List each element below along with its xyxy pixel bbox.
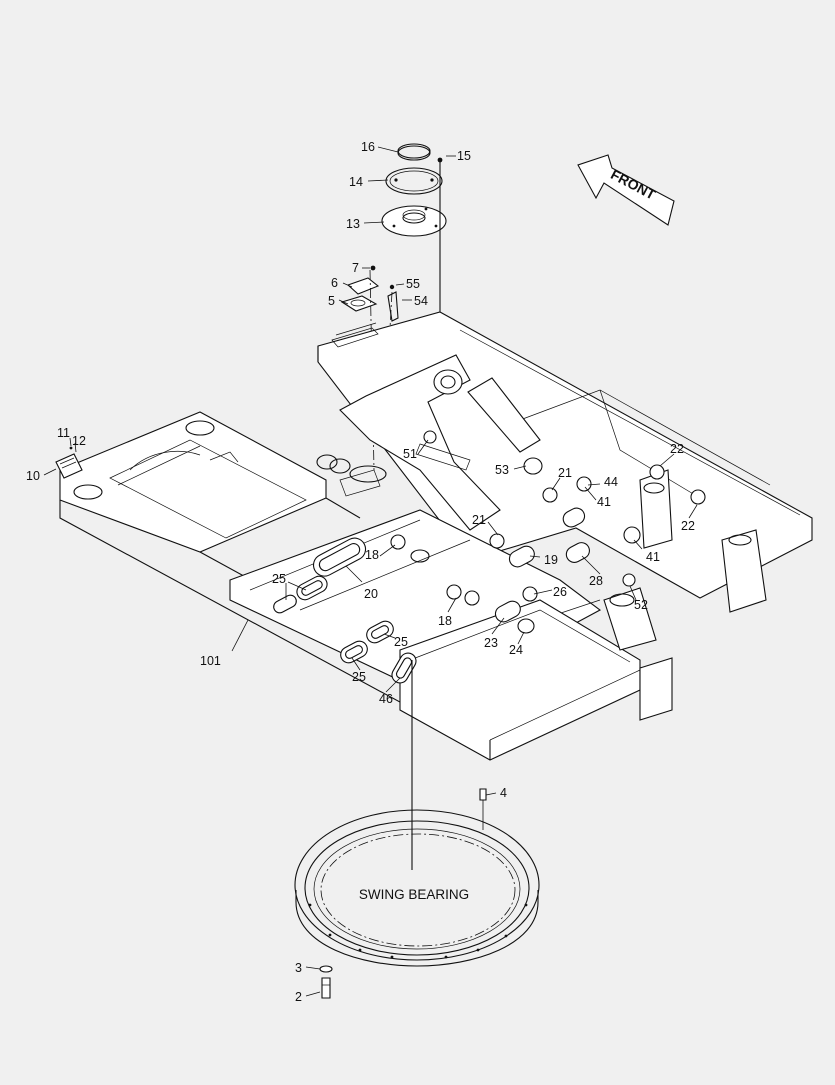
callout-4: 4 bbox=[500, 786, 507, 800]
callout-52: 52 bbox=[634, 598, 648, 612]
callout-6: 6 bbox=[331, 276, 338, 290]
upper-frame-body bbox=[59, 311, 813, 761]
callout-26: 26 bbox=[553, 585, 567, 599]
callout-55: 55 bbox=[406, 277, 420, 291]
callout-44: 44 bbox=[604, 475, 618, 489]
leader-lines bbox=[43, 146, 698, 997]
grommets bbox=[55, 430, 706, 684]
callout-18-upper: 18 bbox=[365, 548, 379, 562]
callout-15: 15 bbox=[457, 149, 471, 163]
callout-54: 54 bbox=[414, 294, 428, 308]
callout-19: 19 bbox=[544, 553, 558, 567]
callout-11: 11 bbox=[57, 426, 70, 440]
callout-labels: 16 15 14 13 7 6 5 55 54 11 12 10 51 53 2… bbox=[26, 140, 695, 1004]
callout-25-lower: 25 bbox=[352, 670, 366, 684]
callout-23: 23 bbox=[484, 636, 498, 650]
callout-46: 46 bbox=[379, 692, 393, 706]
callout-13: 13 bbox=[346, 217, 360, 231]
callout-41-upper: 41 bbox=[597, 495, 611, 509]
callout-101: 101 bbox=[200, 654, 221, 668]
callout-5: 5 bbox=[328, 294, 335, 308]
callout-18-lower: 18 bbox=[438, 614, 452, 628]
callout-12: 12 bbox=[72, 434, 86, 448]
callout-2: 2 bbox=[295, 990, 302, 1004]
callout-21-upper: 21 bbox=[558, 466, 572, 480]
callout-41-lower: 41 bbox=[646, 550, 660, 564]
callout-51: 51 bbox=[403, 447, 417, 461]
front-arrow: FRONT bbox=[577, 154, 675, 226]
callout-24: 24 bbox=[509, 643, 523, 657]
callout-25-right: 25 bbox=[394, 635, 408, 649]
callout-14: 14 bbox=[349, 175, 363, 189]
callout-16: 16 bbox=[361, 140, 375, 154]
callout-21-lower: 21 bbox=[472, 513, 486, 527]
callout-25-upper: 25 bbox=[272, 572, 286, 586]
callout-22-lower: 22 bbox=[681, 519, 695, 533]
callout-22-upper: 22 bbox=[670, 442, 684, 456]
swing-bearing-label: SWING BEARING bbox=[359, 887, 469, 902]
swing-bearing: SWING BEARING bbox=[294, 660, 540, 999]
callout-10: 10 bbox=[26, 469, 40, 483]
callout-53: 53 bbox=[495, 463, 509, 477]
callout-28: 28 bbox=[589, 574, 603, 588]
callout-3: 3 bbox=[295, 961, 302, 975]
callout-20: 20 bbox=[364, 587, 378, 601]
callout-7: 7 bbox=[352, 261, 359, 275]
